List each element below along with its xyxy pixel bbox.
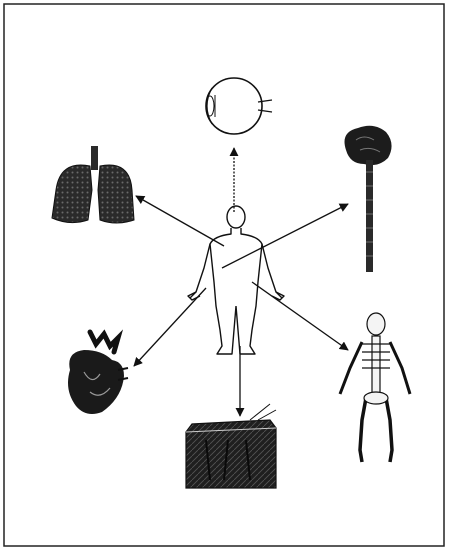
body-organ-diagram [0,0,450,552]
